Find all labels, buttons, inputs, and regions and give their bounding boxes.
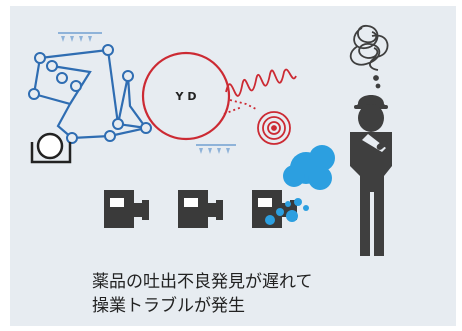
dryer-label: Y D — [175, 90, 197, 103]
chemical-pump-icon-3 — [252, 190, 309, 228]
diagram-panel: Y D — [10, 6, 456, 326]
couch-roll — [30, 132, 72, 164]
confused-thought-icon — [349, 25, 389, 89]
diagram-caption: 薬品の吐出不良発見が遅れて 操業トラブルが発生 — [92, 270, 422, 318]
chemical-pump-icon-2 — [178, 190, 223, 228]
chemical-pump-icon — [104, 190, 149, 228]
press-roll-icon — [28, 44, 152, 144]
paper-roll-icon — [257, 111, 291, 145]
yankee-dryer-icon: Y D — [141, 51, 231, 141]
caption-line-2: 操業トラブルが発生 — [92, 296, 245, 316]
leak-cloud — [283, 145, 335, 190]
spray-nozzle-icon-lower — [196, 144, 236, 154]
spray-nozzle-icon — [58, 32, 102, 42]
process-illustration: Y D — [28, 25, 392, 256]
sheet-path — [223, 68, 297, 115]
worker-icon — [350, 95, 392, 256]
caption-line-1: 薬品の吐出不良発見が遅れて — [92, 272, 313, 292]
